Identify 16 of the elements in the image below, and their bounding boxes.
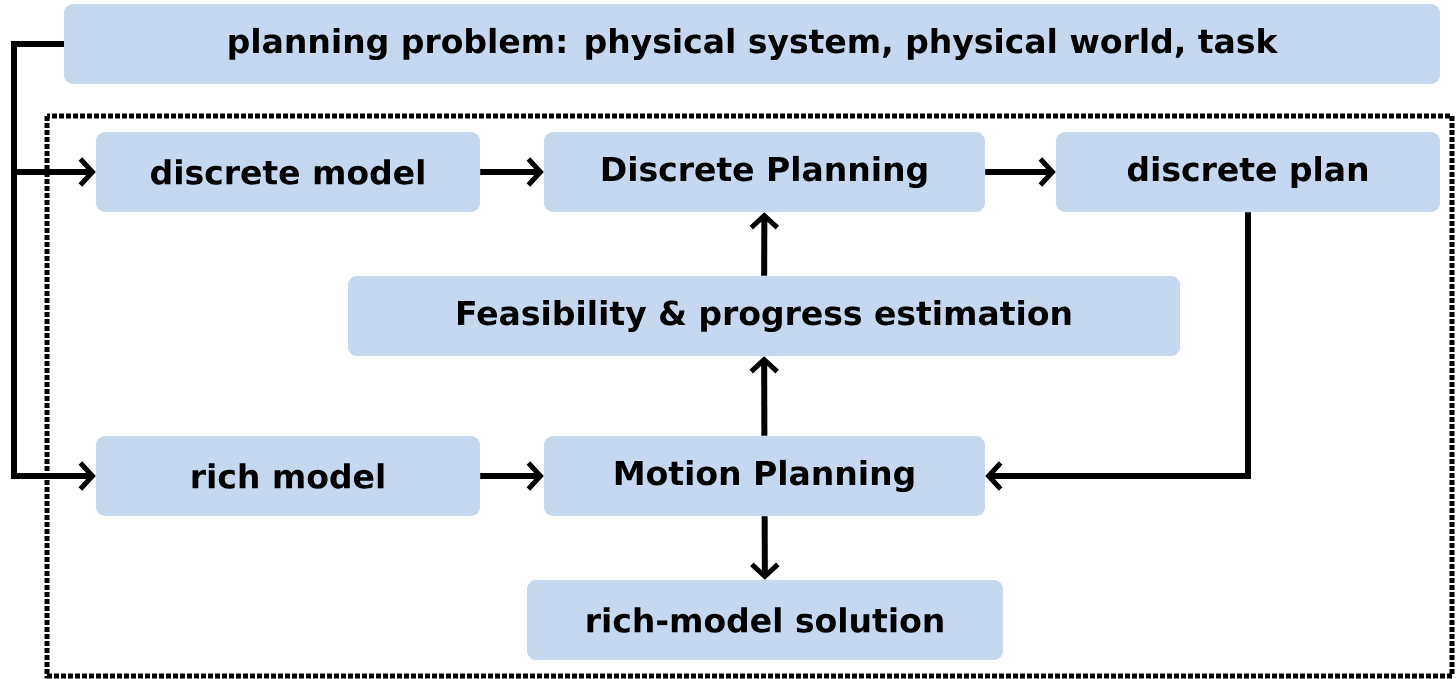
- process-box: planning problem: physical system, physical world, task: [64, 4, 1440, 84]
- process-box: rich model: [96, 436, 480, 516]
- process-box: discrete plan: [1056, 132, 1440, 212]
- arrow: [749, 356, 779, 436]
- process-box: Feasibility & progress estimation: [348, 276, 1180, 356]
- process-box: rich-model solution: [527, 580, 1003, 660]
- arrow: [985, 157, 1056, 187]
- arrow: [480, 461, 544, 491]
- arrow: [750, 516, 780, 580]
- process-box: Discrete Planning: [544, 132, 985, 212]
- process-box: Motion Planning: [544, 436, 985, 516]
- arrow: [11, 41, 96, 491]
- process-box: discrete model: [96, 132, 480, 212]
- arrow: [480, 157, 544, 187]
- arrow: [749, 212, 780, 276]
- arrow: [985, 212, 1251, 491]
